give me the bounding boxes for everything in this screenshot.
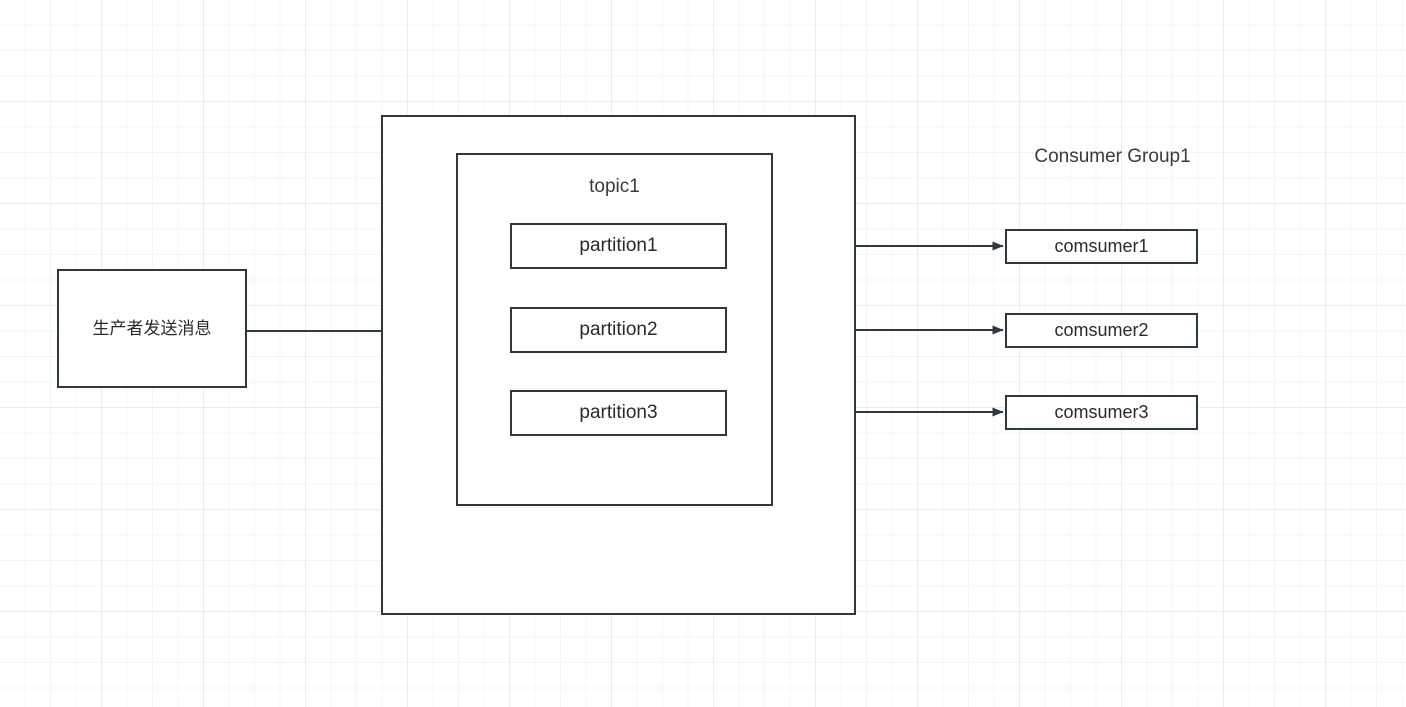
partition-node-2[interactable]: partition2 xyxy=(510,307,727,353)
consumer-node-1[interactable]: comsumer1 xyxy=(1005,229,1198,264)
partition-node-1[interactable]: partition1 xyxy=(510,223,727,269)
partition-label-3: partition3 xyxy=(579,402,658,424)
consumer-node-3[interactable]: comsumer3 xyxy=(1005,395,1198,430)
partition-label-2: partition2 xyxy=(579,319,658,341)
producer-node[interactable]: 生产者发送消息 xyxy=(57,269,247,388)
producer-label: 生产者发送消息 xyxy=(92,318,212,338)
partition-node-3[interactable]: partition3 xyxy=(510,390,727,436)
consumer-label-1: comsumer1 xyxy=(1054,236,1149,257)
consumer-group-title: Consumer Group1 xyxy=(1034,146,1191,167)
partition-label-1: partition1 xyxy=(579,235,658,257)
consumer-label-3: comsumer3 xyxy=(1054,402,1149,423)
consumer-label-2: comsumer2 xyxy=(1054,320,1149,341)
consumer-node-2[interactable]: comsumer2 xyxy=(1005,313,1198,348)
topic-title: topic1 xyxy=(589,176,640,197)
